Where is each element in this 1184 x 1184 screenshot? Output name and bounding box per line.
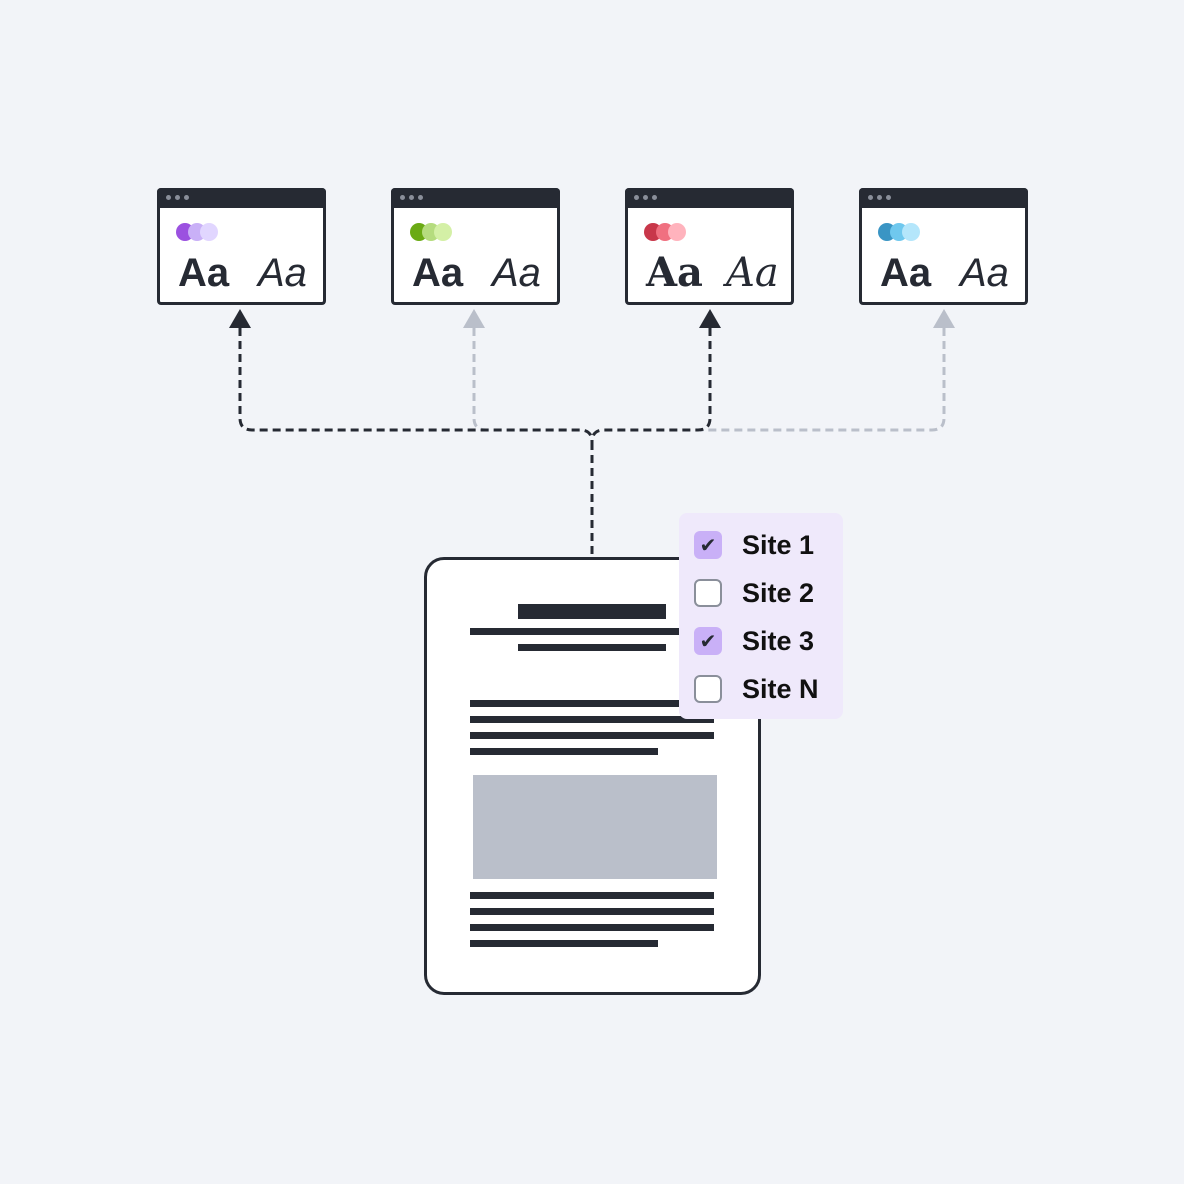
window-titlebar (157, 188, 326, 208)
doc-line (470, 940, 658, 947)
checkbox[interactable]: ✔ (694, 531, 722, 559)
checkbox[interactable] (694, 675, 722, 703)
window-dot-icon (166, 195, 171, 200)
site-option[interactable]: ✔ Site 1 (694, 529, 814, 561)
checkbox[interactable]: ✔ (694, 627, 722, 655)
color-swatch (668, 223, 686, 241)
color-swatch (200, 223, 218, 241)
font-sample-bold: Aa (412, 251, 464, 295)
window-titlebar (625, 188, 794, 208)
arrow-site-1 (229, 309, 251, 328)
site-option[interactable]: ✔ Site 3 (694, 625, 814, 657)
connector-site-1 (238, 328, 594, 443)
window-titlebar (391, 188, 560, 208)
checkbox[interactable] (694, 579, 722, 607)
window-dot-icon (400, 195, 405, 200)
site-option[interactable]: Site N (694, 673, 819, 705)
doc-line (470, 716, 714, 723)
doc-line (518, 644, 666, 651)
window-dot-icon (868, 195, 873, 200)
doc-line (470, 700, 714, 707)
doc-image-placeholder (473, 775, 717, 879)
window-dot-icon (886, 195, 891, 200)
window-dot-icon (184, 195, 189, 200)
site-preview-window: Aa Aa (625, 188, 794, 305)
site-label: Site 1 (742, 529, 815, 560)
window-dot-icon (643, 195, 648, 200)
doc-line (470, 748, 658, 755)
window-dot-icon (877, 195, 882, 200)
arrow-site-2 (463, 309, 485, 328)
font-sample-italic: Aa (258, 251, 307, 295)
site-preview-window: Aa Aa (859, 188, 1028, 305)
doc-line (470, 628, 714, 635)
check-icon: ✔ (699, 534, 717, 557)
window-dot-icon (175, 195, 180, 200)
arrow-site-4 (933, 309, 955, 328)
arrow-site-3 (699, 309, 721, 328)
font-sample-bold: Aa (646, 249, 703, 296)
doc-title-line (518, 604, 666, 619)
window-dot-icon (418, 195, 423, 200)
window-dot-icon (409, 195, 414, 200)
doc-line (470, 732, 714, 739)
site-preview-window: Aa Aa (391, 188, 560, 305)
doc-line (470, 924, 714, 931)
font-sample-italic: Aa (726, 250, 779, 296)
site-label: Site 2 (742, 577, 815, 608)
font-sample-bold: Aa (880, 251, 932, 295)
window-titlebar (859, 188, 1028, 208)
site-option[interactable]: Site 2 (694, 577, 814, 609)
site-selection-panel: ✔ Site 1 Site 2 ✔ Site 3 Site N (679, 513, 843, 719)
doc-line (470, 892, 714, 899)
connector-site-4 (700, 328, 946, 432)
connector-site-3 (590, 328, 712, 443)
font-sample-bold: Aa (178, 251, 230, 295)
site-preview-window: Aa Aa (157, 188, 326, 305)
connector-site-2 (472, 328, 580, 432)
check-icon: ✔ (699, 630, 717, 653)
font-sample-italic: Aa (960, 251, 1009, 295)
doc-line (470, 908, 714, 915)
color-swatch (902, 223, 920, 241)
site-label: Site 3 (742, 625, 815, 656)
window-dot-icon (652, 195, 657, 200)
window-dot-icon (634, 195, 639, 200)
color-swatch (434, 223, 452, 241)
site-label: Site N (742, 673, 819, 704)
font-sample-italic: Aa (492, 251, 541, 295)
